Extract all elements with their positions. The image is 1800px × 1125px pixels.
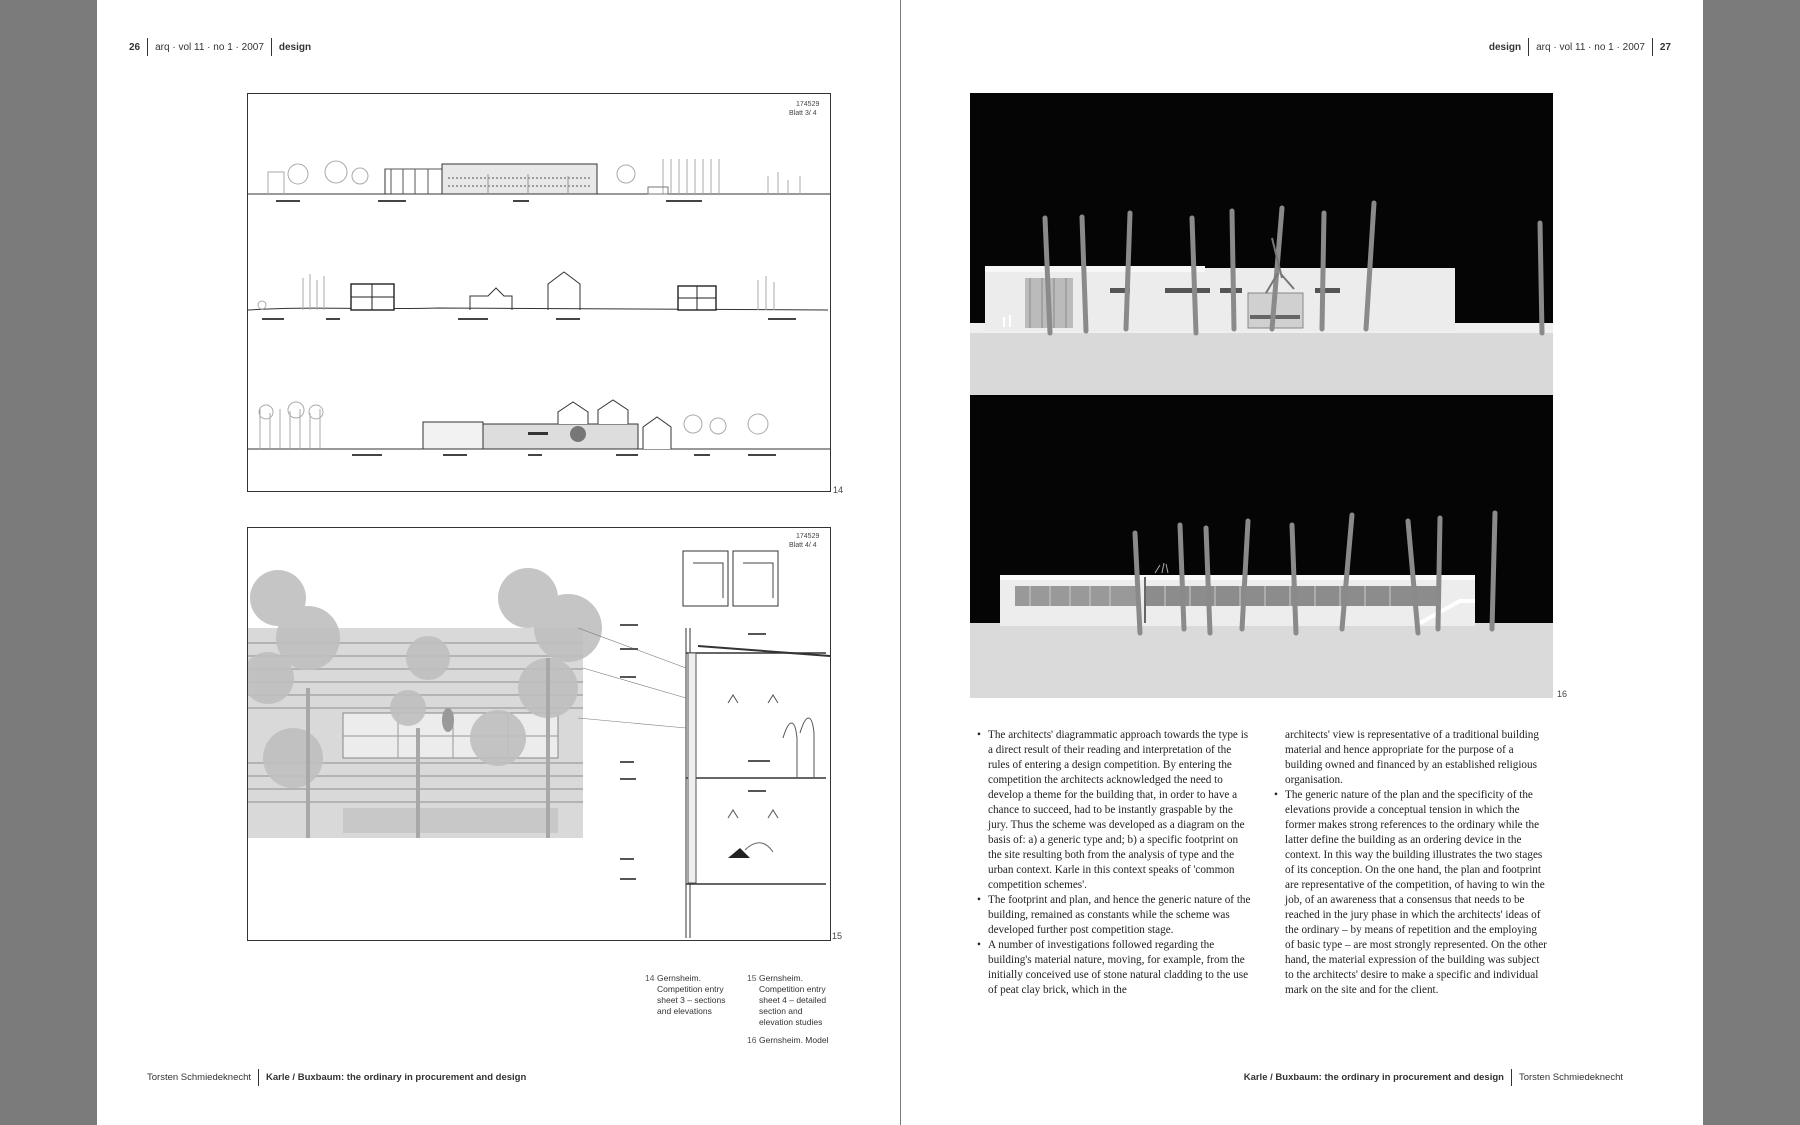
right-page: design arq · vol 11 · no 1 · 2007 27 <box>901 0 1703 1125</box>
left-page: 26 arq · vol 11 · no 1 · 2007 design 174… <box>97 0 900 1125</box>
facade-elevation <box>248 568 602 838</box>
figure-number-16: 16 <box>1557 689 1568 699</box>
header-divider <box>147 38 149 56</box>
footer-title: Karle / Buxbaum: the ordinary in procure… <box>266 1072 527 1083</box>
footer-author: Torsten Schmiedeknecht <box>147 1072 252 1083</box>
sheet-stamp-line2: Blatt 3/ 4 <box>789 110 817 117</box>
body-paragraph: architects' view is representative of a … <box>1285 729 1539 786</box>
detail-section-elevation-drawing: 174529 Blatt 4/ 4 <box>248 533 830 938</box>
body-column-2: architects' view is representative of a … <box>1274 728 1548 998</box>
caption-15: 15 Gernsheim. Competition entry sheet 4 … <box>747 973 834 1028</box>
model-photographs <box>970 93 1553 698</box>
footer-divider <box>258 1069 260 1086</box>
body-paragraph: A number of investigations followed rega… <box>977 938 1251 998</box>
caption-text: Gernsheim. Competition entry sheet 4 – d… <box>759 973 827 1027</box>
body-paragraph: The footprint and plan, and hence the ge… <box>977 893 1251 938</box>
page-number: 26 <box>129 41 141 53</box>
elevation-row-3 <box>248 399 830 456</box>
header-divider <box>1528 38 1530 56</box>
model-photo-top <box>970 93 1553 395</box>
figure-15-detail-sheet: 174529 Blatt 4/ 4 <box>247 527 831 941</box>
caption-number: 16 <box>747 1035 757 1045</box>
model-photo-bottom <box>970 397 1553 698</box>
figure-number-15: 15 <box>832 931 843 941</box>
section-row-2 <box>248 271 829 320</box>
caption-text: Gernsheim. Competition entry sheet 3 – s… <box>657 973 726 1016</box>
body-paragraph: The architects' diagrammatic approach to… <box>977 728 1251 893</box>
elevation-row-1 <box>248 159 830 202</box>
header-divider <box>1651 38 1653 56</box>
figure-number-14: 14 <box>833 485 844 495</box>
figure-14-sections-sheet: 174529 Blatt 3/ 4 <box>247 93 831 492</box>
caption-14: 14 Gernsheim. Competition entry sheet 3 … <box>645 973 732 1017</box>
footer-divider <box>1510 1069 1512 1086</box>
section-name: design <box>278 41 312 53</box>
page-number: 27 <box>1659 41 1671 53</box>
running-header-left: 26 arq · vol 11 · no 1 · 2007 design <box>129 38 311 56</box>
sheet-stamp-line2: Blatt 4/ 4 <box>789 542 817 549</box>
journal-info: arq · vol 11 · no 1 · 2007 <box>155 41 264 53</box>
sheet-stamp-line1: 174529 <box>796 101 819 108</box>
body-paragraph: The generic nature of the plan and the s… <box>1274 788 1548 998</box>
running-footer-left: Torsten Schmiedeknecht Karle / Buxbaum: … <box>147 1069 526 1086</box>
caption-number: 14 <box>645 973 655 983</box>
body-column-1: The architects' diagrammatic approach to… <box>977 728 1251 998</box>
caption-number: 15 <box>747 973 757 983</box>
caption-16: 16 Gernsheim. Model <box>747 1035 834 1046</box>
section-name: design <box>1488 41 1522 53</box>
header-divider <box>270 38 272 56</box>
sections-elevations-drawing: 174529 Blatt 3/ 4 <box>248 101 830 456</box>
running-header-right: design arq · vol 11 · no 1 · 2007 27 <box>1489 38 1671 56</box>
figure-16-model-photos <box>970 93 1553 698</box>
journal-info: arq · vol 11 · no 1 · 2007 <box>1536 41 1645 53</box>
sheet-stamp-line1: 174529 <box>796 533 819 540</box>
caption-text: Gernsheim. Model <box>759 1035 829 1045</box>
detail-wall-section <box>577 550 830 938</box>
running-footer-right: Karle / Buxbaum: the ordinary in procure… <box>1244 1069 1623 1086</box>
footer-author: Torsten Schmiedeknecht <box>1518 1072 1623 1083</box>
footer-title: Karle / Buxbaum: the ordinary in procure… <box>1243 1072 1504 1083</box>
